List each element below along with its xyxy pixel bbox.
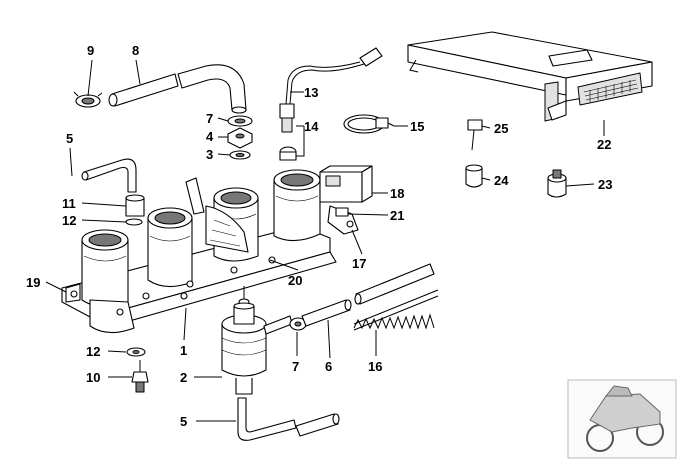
hose-clamp [343, 114, 395, 134]
callout-17: 17 [352, 256, 366, 271]
callout-9: 9 [87, 43, 94, 58]
control-unit [407, 31, 653, 122]
washer-lower [126, 347, 146, 357]
sleeve [125, 194, 145, 226]
callout-23: 23 [598, 177, 612, 192]
callout-15: 15 [410, 119, 424, 134]
callout-7: 7 [206, 111, 213, 126]
sensor-23 [547, 169, 567, 198]
motorcycle-thumbnail [567, 379, 677, 459]
callout-24: 24 [494, 173, 509, 188]
callout-11: 11 [62, 196, 76, 211]
callout-21: 21 [390, 208, 404, 223]
callout-1: 1 [180, 343, 187, 358]
callout-3: 3 [206, 147, 213, 162]
spring [353, 289, 439, 331]
callout-5-lower: 5 [180, 414, 187, 429]
washer-stack [227, 115, 253, 160]
callout-13: 13 [304, 85, 318, 100]
callout-19: 19 [26, 275, 40, 290]
throttle-body-assembly [61, 165, 373, 334]
sensor-plug [131, 360, 149, 393]
callout-12-lower: 12 [86, 344, 100, 359]
callout-10: 10 [86, 370, 100, 385]
vacuum-hose [108, 64, 247, 114]
callout-25: 25 [494, 121, 508, 136]
callout-2: 2 [180, 370, 187, 385]
leader-lines [45, 59, 605, 422]
callouts: 9 8 7 4 3 13 14 15 5 11 12 19 18 21 17 2… [26, 43, 612, 429]
hose-lower [237, 397, 340, 441]
callout-16: 16 [368, 359, 382, 374]
callout-4: 4 [206, 129, 214, 144]
fuel-hose [301, 263, 435, 327]
callout-8: 8 [132, 43, 139, 58]
callout-22: 22 [597, 137, 611, 152]
callout-5: 5 [66, 131, 73, 146]
callout-7-lower: 7 [292, 359, 299, 374]
callout-18: 18 [390, 186, 404, 201]
callout-20: 20 [288, 273, 302, 288]
hose-clip-lower [289, 317, 307, 331]
callout-14: 14 [304, 119, 319, 134]
hose-short [81, 158, 137, 193]
temperature-sensor [279, 47, 383, 161]
sensor-25 [465, 119, 483, 188]
callout-12: 12 [62, 213, 76, 228]
callout-6: 6 [325, 359, 332, 374]
pressure-regulator [221, 286, 293, 395]
